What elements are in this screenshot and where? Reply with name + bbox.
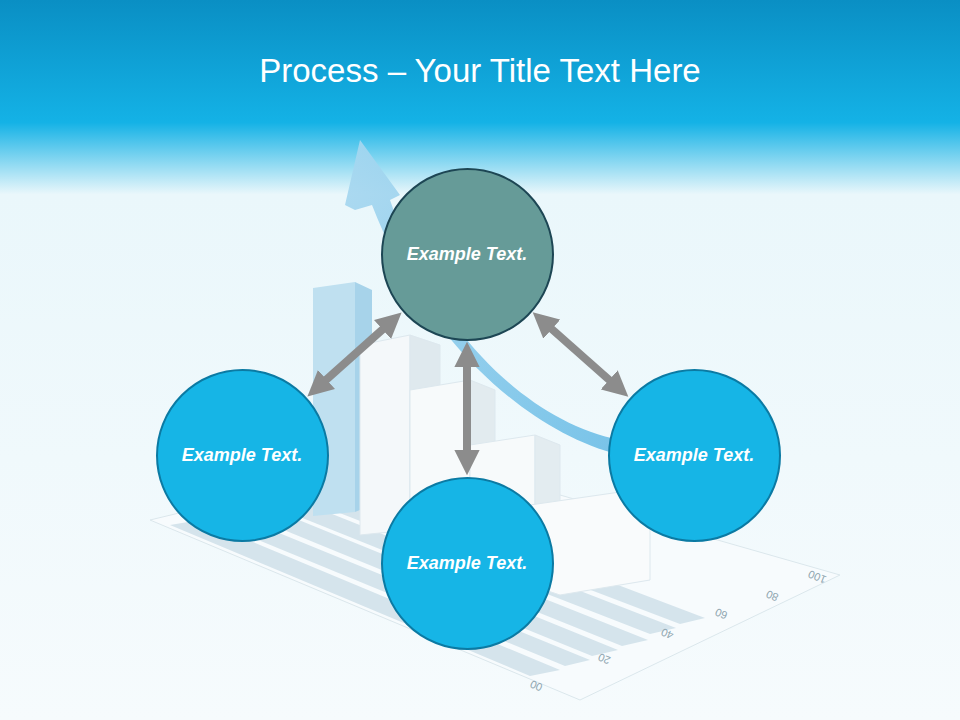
process-circle: Example Text. [381, 168, 554, 341]
process-circle: Example Text. [381, 477, 554, 650]
double-arrow [317, 321, 392, 388]
process-circle: Example Text. [608, 369, 781, 542]
circle-text: Example Text. [612, 441, 776, 470]
process-circle: Example Text. [156, 369, 329, 542]
circle-text: Example Text. [160, 441, 324, 470]
slide-title: Process – Your Title Text Here [0, 52, 960, 90]
circle-text: Example Text. [385, 240, 549, 269]
double-arrow [463, 355, 471, 463]
circle-text: Example Text. [385, 549, 549, 578]
double-arrow [542, 321, 619, 389]
